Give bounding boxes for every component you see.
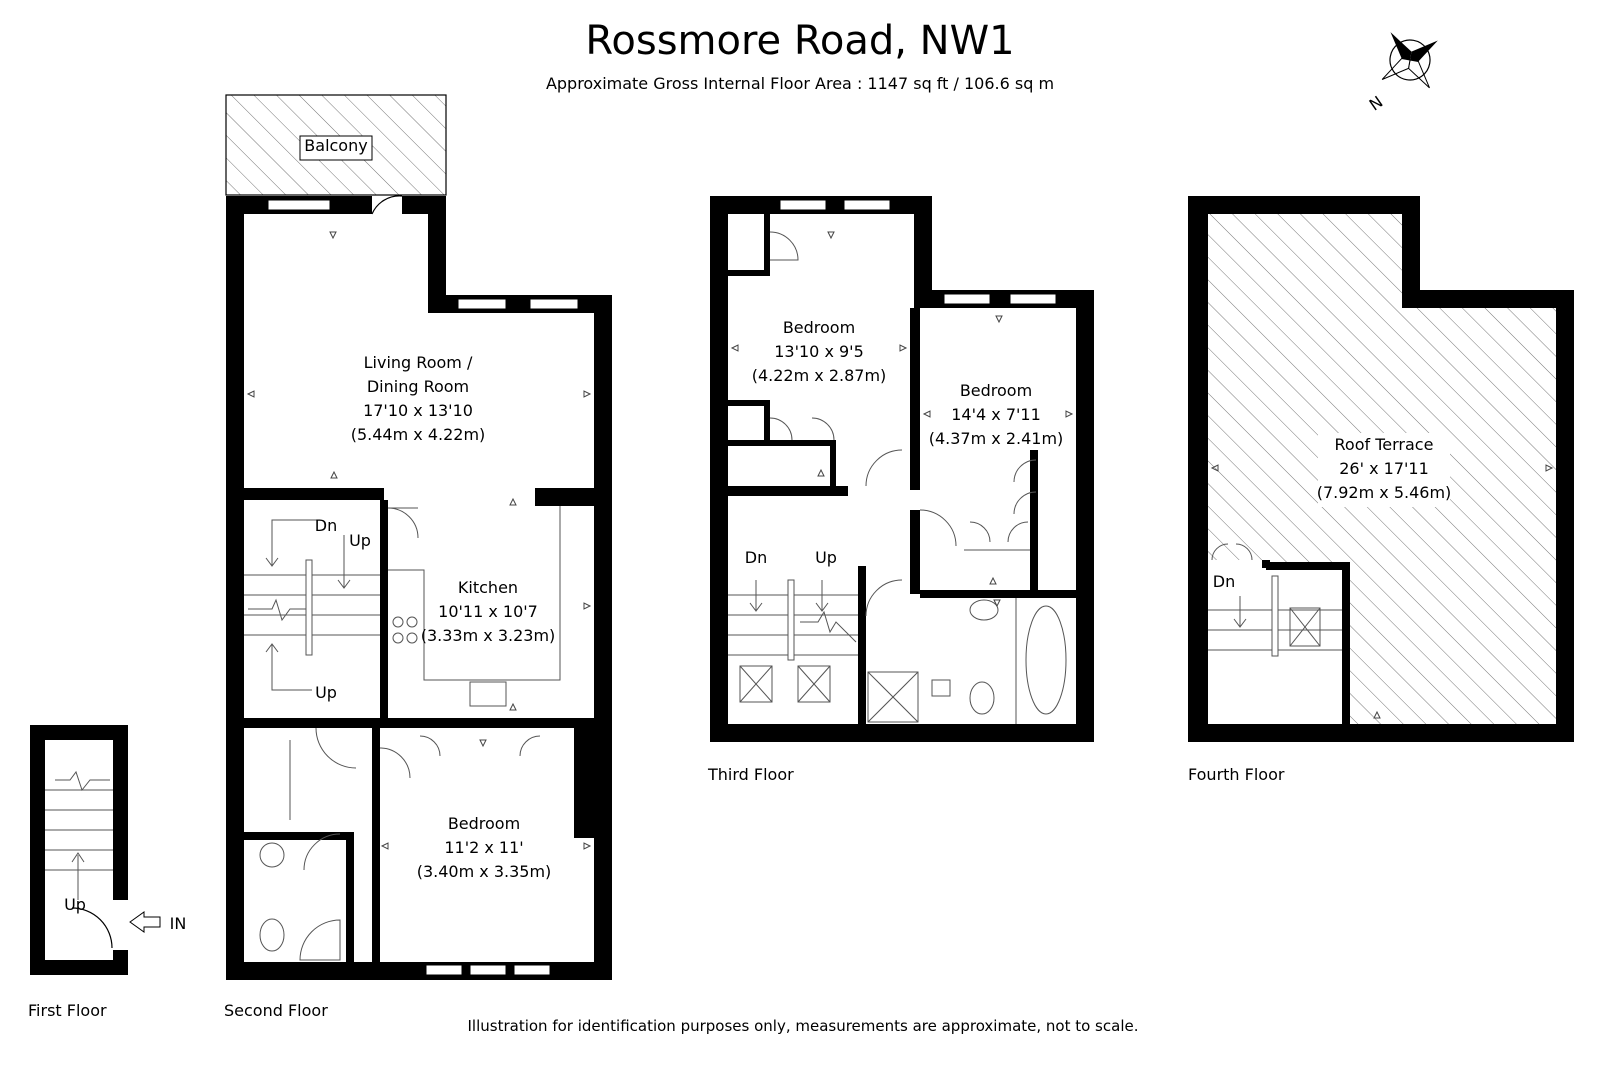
entrance-label: IN (170, 914, 187, 933)
first-floor-label: First Floor (28, 1001, 107, 1020)
second-floor-label: Second Floor (224, 1001, 328, 1020)
second-floor-up-label-bottom: Up (315, 683, 337, 702)
disclaimer-text: Illustration for identification purposes… (468, 1017, 1139, 1035)
fourth-floor-label: Fourth Floor (1188, 765, 1285, 784)
third-floor-bedroom-1-label: Bedroom 13'10 x 9'5 (4.22m x 2.87m) (752, 318, 887, 385)
svg-text:11'2 x 11': 11'2 x 11' (444, 838, 523, 857)
roof-terrace-label: Roof Terrace 26' x 17'11 (7.92m x 5.46m) (1317, 433, 1452, 507)
second-floor-plan (225, 94, 612, 980)
svg-text:(4.37m x 2.41m): (4.37m x 2.41m) (929, 429, 1064, 448)
floor-area-subtitle: Approximate Gross Internal Floor Area : … (546, 74, 1054, 93)
balcony-label: Balcony (304, 136, 367, 155)
compass-icon (1381, 32, 1438, 89)
first-floor-plan (30, 725, 161, 975)
fourth-floor-dn-label: Dn (1213, 572, 1235, 591)
third-floor-bedroom-2-label: Bedroom 14'4 x 7'11 (4.37m x 2.41m) (929, 381, 1064, 448)
svg-text:26' x 17'11: 26' x 17'11 (1339, 459, 1429, 478)
svg-text:(3.40m x 3.35m): (3.40m x 3.35m) (417, 862, 552, 881)
third-floor-plan (710, 196, 1094, 742)
svg-text:Bedroom: Bedroom (960, 381, 1032, 400)
second-floor-up-label-top: Up (349, 531, 371, 550)
first-floor-up-label: Up (64, 895, 86, 914)
living-room-label: Living Room / Dining Room 17'10 x 13'10 … (351, 353, 486, 444)
svg-text:Dining Room: Dining Room (367, 377, 469, 396)
svg-text:Bedroom: Bedroom (448, 814, 520, 833)
svg-text:14'4 x 7'11: 14'4 x 7'11 (951, 405, 1041, 424)
svg-text:(3.33m x 3.23m): (3.33m x 3.23m) (421, 626, 556, 645)
svg-text:(4.22m x 2.87m): (4.22m x 2.87m) (752, 366, 887, 385)
svg-text:Bedroom: Bedroom (783, 318, 855, 337)
second-floor-dn-label: Dn (315, 516, 337, 535)
third-floor-up-label: Up (815, 548, 837, 567)
compass-north-label: N (1366, 92, 1387, 114)
second-floor-bedroom-label: Bedroom 11'2 x 11' (3.40m x 3.35m) (417, 814, 552, 881)
svg-text:Roof Terrace: Roof Terrace (1335, 435, 1434, 454)
svg-text:17'10 x 13'10: 17'10 x 13'10 (363, 401, 473, 420)
page-title: Rossmore Road, NW1 (585, 18, 1014, 64)
third-floor-dn-label: Dn (745, 548, 767, 567)
kitchen-label: Kitchen 10'11 x 10'7 (3.33m x 3.23m) (421, 578, 556, 645)
svg-text:10'11 x 10'7: 10'11 x 10'7 (438, 602, 538, 621)
svg-text:(7.92m x 5.46m): (7.92m x 5.46m) (1317, 483, 1452, 502)
svg-text:Kitchen: Kitchen (458, 578, 518, 597)
svg-text:(5.44m x 4.22m): (5.44m x 4.22m) (351, 425, 486, 444)
svg-text:13'10 x 9'5: 13'10 x 9'5 (774, 342, 864, 361)
third-floor-label: Third Floor (707, 765, 794, 784)
svg-text:Living Room /: Living Room / (364, 353, 473, 372)
